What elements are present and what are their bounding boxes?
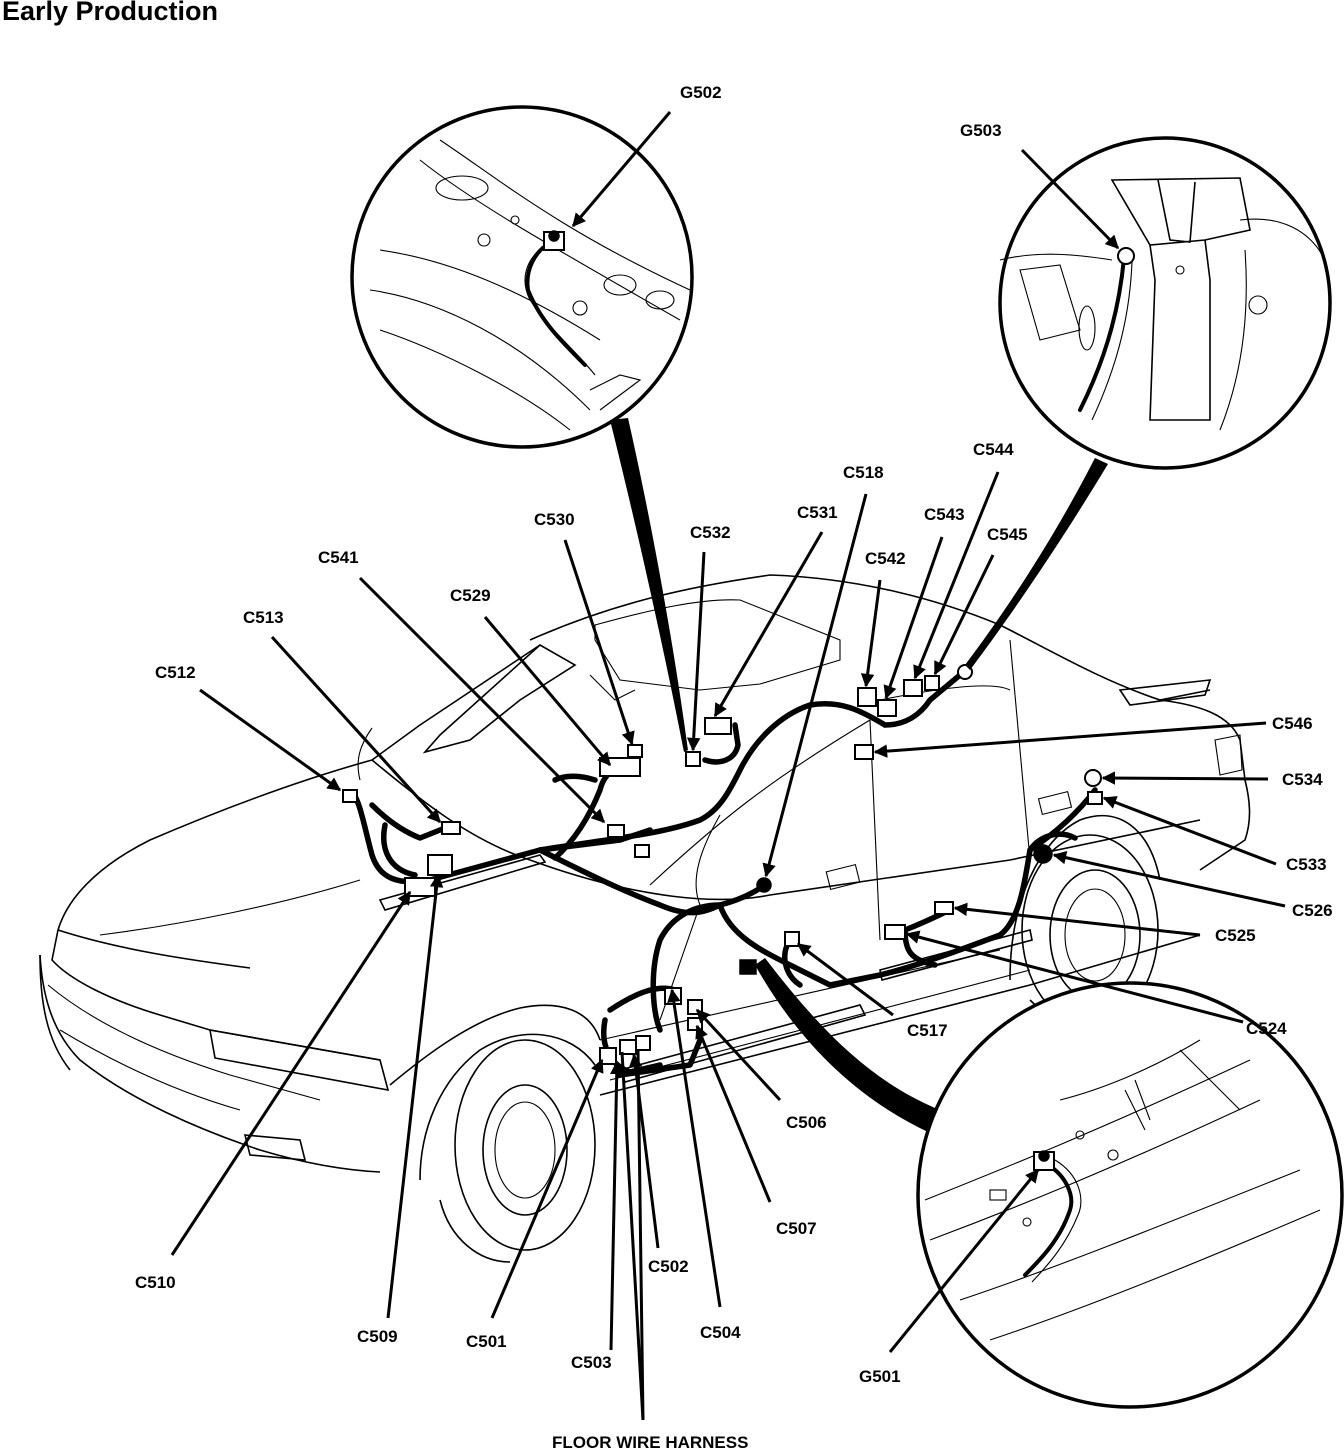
label-c502: C502 xyxy=(648,1257,689,1276)
detail-leader-g503 xyxy=(965,458,1108,670)
detail-circle-g503 xyxy=(998,136,1332,470)
connector-c517 xyxy=(784,931,800,947)
label-c534: C534 xyxy=(1282,770,1323,789)
page-title: Early Production xyxy=(2,0,219,26)
label-c543: C543 xyxy=(924,505,965,524)
label-c518: C518 xyxy=(843,463,884,482)
label-c503: C503 xyxy=(571,1353,612,1372)
connector-c524 xyxy=(884,924,906,940)
detail-circle-g502 xyxy=(350,105,694,449)
connector-c532 xyxy=(685,751,701,767)
connector-c509 xyxy=(427,854,453,876)
connector-c501 xyxy=(599,1047,617,1065)
connector-c534 xyxy=(1084,769,1102,787)
label-c512: C512 xyxy=(155,663,196,682)
connector-c512 xyxy=(342,789,358,803)
connector-c546 xyxy=(854,744,874,760)
label-c544: C544 xyxy=(973,440,1014,459)
label-c533: C533 xyxy=(1286,855,1327,874)
label-c529: C529 xyxy=(450,586,491,605)
label-c510: C510 xyxy=(135,1273,176,1292)
connector-c503 xyxy=(619,1039,637,1055)
label-c501: C501 xyxy=(466,1332,507,1351)
connector-c533 xyxy=(1087,791,1103,805)
label-c507: C507 xyxy=(776,1219,817,1238)
connector-c541 xyxy=(607,824,625,838)
floor-wire-harness-routing xyxy=(349,672,1098,1083)
label-g502: G502 xyxy=(680,83,722,102)
label-c525: C525 xyxy=(1215,926,1256,945)
label-c530: C530 xyxy=(534,510,575,529)
connector-c513 xyxy=(441,821,461,835)
detail-circle-g501 xyxy=(916,981,1344,1409)
label-c526: C526 xyxy=(1292,901,1333,920)
connector-c542 xyxy=(857,687,877,707)
connector-c504 xyxy=(635,1035,651,1051)
label-c524: C524 xyxy=(1246,1019,1287,1038)
connector-c531 xyxy=(704,717,732,735)
connector-c545 xyxy=(924,675,940,691)
connector-c518 xyxy=(756,877,772,893)
connector-g501-bolt xyxy=(739,959,757,975)
label-g501: G501 xyxy=(859,1367,901,1386)
label-c517: C517 xyxy=(907,1021,948,1040)
connector-c544 xyxy=(903,679,923,697)
connectors xyxy=(342,664,1103,1065)
label-c509: C509 xyxy=(357,1327,398,1346)
label-c531: C531 xyxy=(797,503,838,522)
connector-c530 xyxy=(627,744,643,758)
callout-labels: G502 G503 G501 C544 C518 C543 C531 C530 … xyxy=(135,83,1333,1452)
connector-c526 xyxy=(1033,844,1053,864)
label-c542: C542 xyxy=(865,549,906,568)
connector-c507 xyxy=(687,1017,703,1031)
label-c506: C506 xyxy=(786,1113,827,1132)
label-c532: C532 xyxy=(690,523,731,542)
label-g503: G503 xyxy=(960,121,1002,140)
connector-c525 xyxy=(934,901,954,915)
detail-leader-g502 xyxy=(610,418,688,752)
label-floor-wire-harness: FLOOR WIRE HARNESS xyxy=(552,1433,748,1452)
connector-c543 xyxy=(877,699,897,717)
label-c545: C545 xyxy=(987,525,1028,544)
connector-g502-bolt xyxy=(634,844,650,858)
label-c504: C504 xyxy=(700,1323,741,1342)
label-c513: C513 xyxy=(243,608,284,627)
callout-leaders xyxy=(170,111,1286,1421)
label-c546: C546 xyxy=(1272,714,1313,733)
label-c541: C541 xyxy=(318,548,359,567)
detail-leader-g501 xyxy=(755,958,935,1132)
